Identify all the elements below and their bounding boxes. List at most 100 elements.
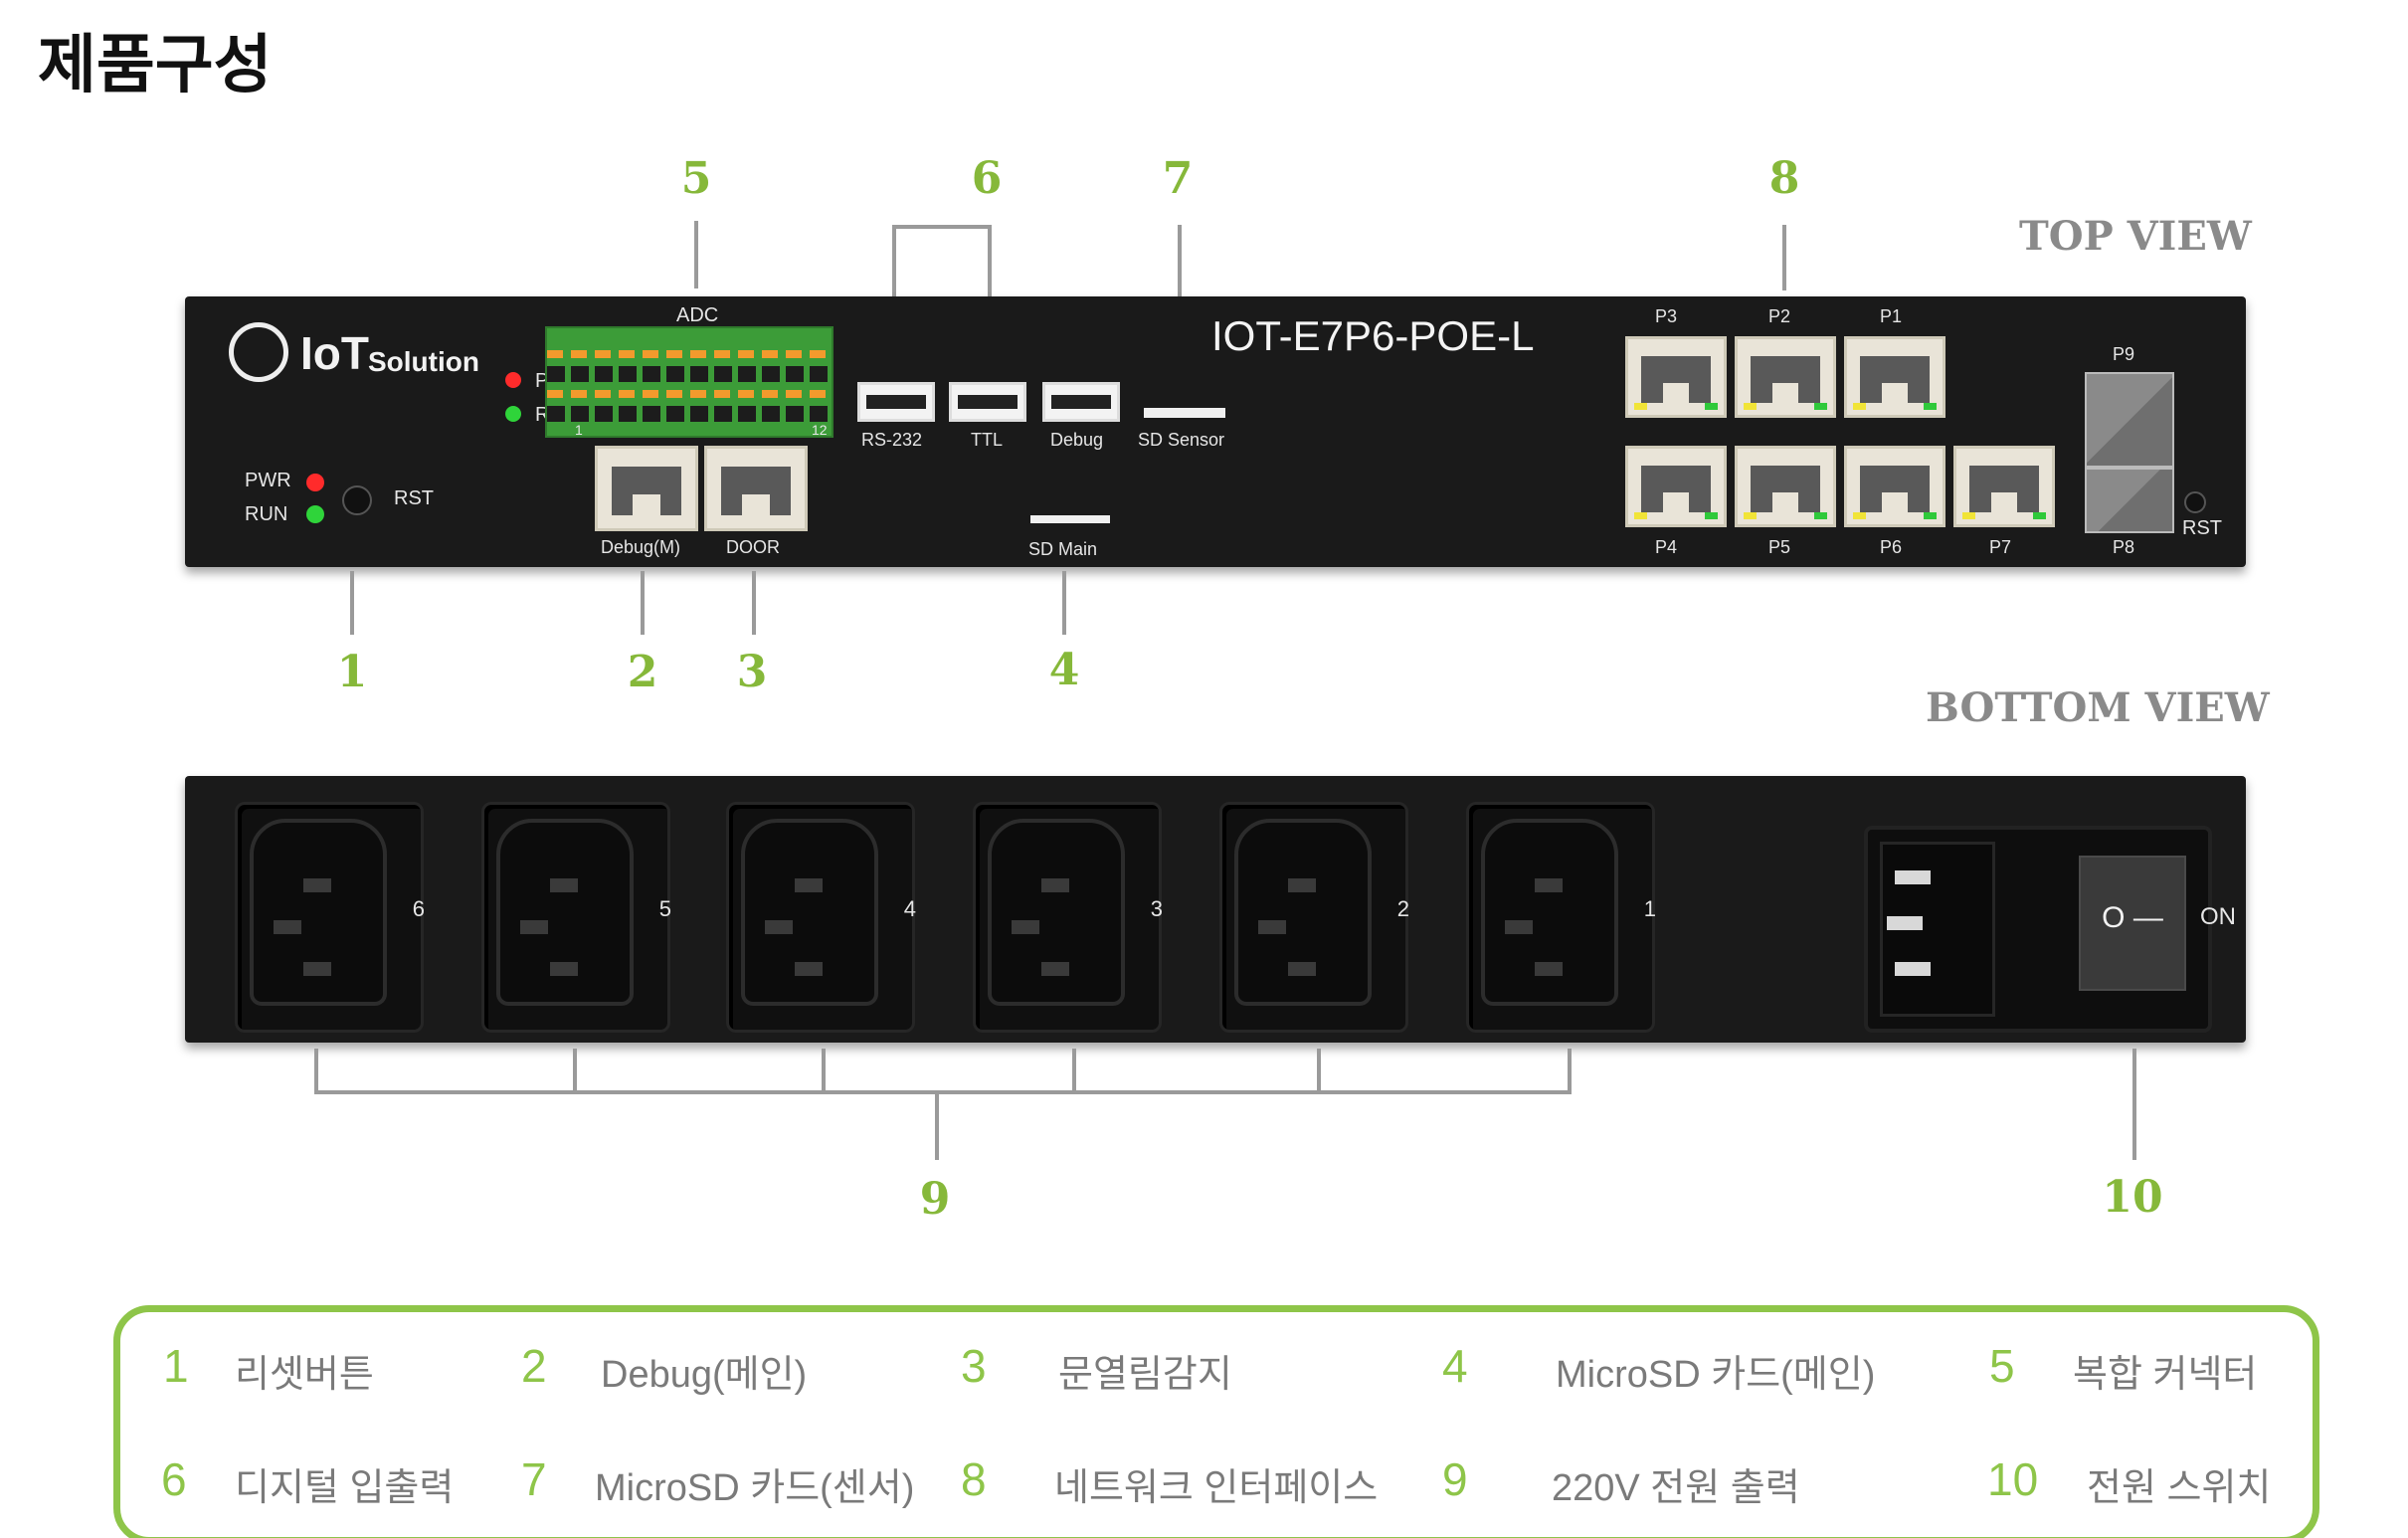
leader-6-bracket xyxy=(892,225,992,229)
port-p9-label: P9 xyxy=(2113,344,2135,364)
adc-label: ADC xyxy=(676,304,719,326)
run-label: RUN xyxy=(245,503,288,525)
debug-connector[interactable] xyxy=(1042,382,1120,422)
power-outlet-6: 6 xyxy=(235,802,425,1033)
debug-m-label: Debug(M) xyxy=(601,537,681,557)
leader-9-stem xyxy=(935,1092,939,1160)
brand-logo-text: IoT xyxy=(300,327,369,379)
legend-text-2: Debug(메인) xyxy=(601,1354,808,1396)
leader-6-left xyxy=(892,225,896,352)
power-inlet xyxy=(1880,842,1995,1017)
outlet-num-1: 1 xyxy=(1643,896,1656,921)
leader-9-bar xyxy=(314,1090,1572,1094)
port-p1-label: P1 xyxy=(1880,306,1903,326)
sd-sensor-slot[interactable] xyxy=(1144,408,1225,418)
callout-6: 6 xyxy=(971,153,1003,204)
run-led xyxy=(306,505,324,523)
leader-9-d xyxy=(1072,1049,1076,1092)
leader-10 xyxy=(2132,1049,2136,1160)
port-p7[interactable] xyxy=(1953,446,2055,527)
leader-5 xyxy=(694,221,698,288)
legend-num-9: 9 xyxy=(1442,1453,1468,1505)
port-p1[interactable] xyxy=(1844,336,1945,418)
legend-num-1: 1 xyxy=(163,1340,189,1392)
power-outlet-1: 1 xyxy=(1466,802,1656,1033)
switch-on-label: ON xyxy=(2200,903,2236,930)
leader-9-c xyxy=(822,1049,826,1092)
rst-label-left: RST xyxy=(394,487,434,509)
leader-9-f xyxy=(1568,1049,1572,1092)
callout-3: 3 xyxy=(736,647,768,697)
adc-left-num: 1 xyxy=(575,422,583,438)
sd-main-slot[interactable] xyxy=(1030,515,1110,523)
legend-num-3: 3 xyxy=(961,1340,987,1392)
pwr-label: PWR xyxy=(245,470,291,491)
leader-9-e xyxy=(1317,1049,1321,1092)
debug-label: Debug xyxy=(1050,430,1104,450)
debug-m-port[interactable] xyxy=(595,446,698,531)
port-p2[interactable] xyxy=(1735,336,1836,418)
outlet-num-3: 3 xyxy=(1150,896,1163,921)
port-p8-label: P8 xyxy=(2113,537,2135,557)
sd-sensor-label: SD Sensor xyxy=(1138,430,1225,450)
rs232-label: RS-232 xyxy=(861,430,923,450)
ttl-connector[interactable] xyxy=(949,382,1026,422)
legend-text-7: MicroSD 카드(센서) xyxy=(595,1467,915,1509)
rs232-connector[interactable] xyxy=(857,382,935,422)
ttl-label: TTL xyxy=(971,430,1004,450)
outlet-num-2: 2 xyxy=(1396,896,1409,921)
adc-terminal-block xyxy=(545,326,834,438)
sfp-port-p9[interactable] xyxy=(2085,372,2174,468)
leader-4 xyxy=(1062,571,1066,635)
leader-9-a xyxy=(314,1049,318,1092)
callout-2: 2 xyxy=(627,647,658,697)
callout-8: 8 xyxy=(1768,153,1800,204)
power-switch[interactable]: O — xyxy=(2079,856,2186,991)
port-p4[interactable] xyxy=(1625,446,1727,527)
model-name: IOT-E7P6-POE-L xyxy=(1211,312,1535,359)
legend-text-4: MicroSD 카드(메인) xyxy=(1556,1354,1876,1396)
leader-6-right xyxy=(988,225,992,352)
legend-num-5: 5 xyxy=(1989,1340,2015,1392)
port-p3-label: P3 xyxy=(1655,306,1678,326)
power-outlet-3: 3 xyxy=(973,802,1163,1033)
legend-text-10: 전원 스위치 xyxy=(2087,1467,2272,1509)
rst-label-right: RST xyxy=(2182,517,2222,539)
adc-right-num: 12 xyxy=(812,422,828,438)
leader-9-b xyxy=(573,1049,577,1092)
door-port[interactable] xyxy=(704,446,808,531)
outlet-num-6: 6 xyxy=(412,896,425,921)
port-p3[interactable] xyxy=(1625,336,1727,418)
leader-2 xyxy=(641,571,645,635)
legend-text-1: 리셋버튼 xyxy=(235,1354,374,1396)
legend-num-8: 8 xyxy=(961,1453,987,1505)
pwr-led xyxy=(306,474,324,491)
reset-button[interactable] xyxy=(342,485,372,515)
port-p2-label: P2 xyxy=(1768,306,1791,326)
port-p5[interactable] xyxy=(1735,446,1836,527)
sfp-port-p8[interactable] xyxy=(2085,468,2174,533)
legend-num-7: 7 xyxy=(521,1453,547,1505)
brand-sub-text: Solution xyxy=(368,346,479,377)
legend-text-5: 복합 커넥터 xyxy=(2073,1354,2258,1396)
port-p7-label: P7 xyxy=(1989,537,2012,557)
leader-3 xyxy=(752,571,756,635)
port-p6[interactable] xyxy=(1844,446,1945,527)
port-p6-label: P6 xyxy=(1880,537,1903,557)
callout-10: 10 xyxy=(2102,1172,2163,1223)
port-p5-label: P5 xyxy=(1768,537,1791,557)
legend-num-4: 4 xyxy=(1442,1340,1468,1392)
legend-text-8: 네트워크 인터페이스 xyxy=(1054,1467,1379,1509)
leader-8 xyxy=(1782,225,1786,290)
legend-text-6: 디지털 입출력 xyxy=(235,1467,455,1509)
reset-button-right[interactable] xyxy=(2184,491,2206,513)
sd-main-label: SD Main xyxy=(1028,539,1098,559)
switch-symbol: O — xyxy=(2102,901,2163,934)
legend-num-6: 6 xyxy=(161,1453,187,1505)
legend-num-2: 2 xyxy=(521,1340,547,1392)
top-view-label: TOP VIEW xyxy=(2019,213,2252,260)
power-outlet-4: 4 xyxy=(726,802,916,1033)
outlet-num-5: 5 xyxy=(658,896,671,921)
door-label: DOOR xyxy=(726,537,780,557)
